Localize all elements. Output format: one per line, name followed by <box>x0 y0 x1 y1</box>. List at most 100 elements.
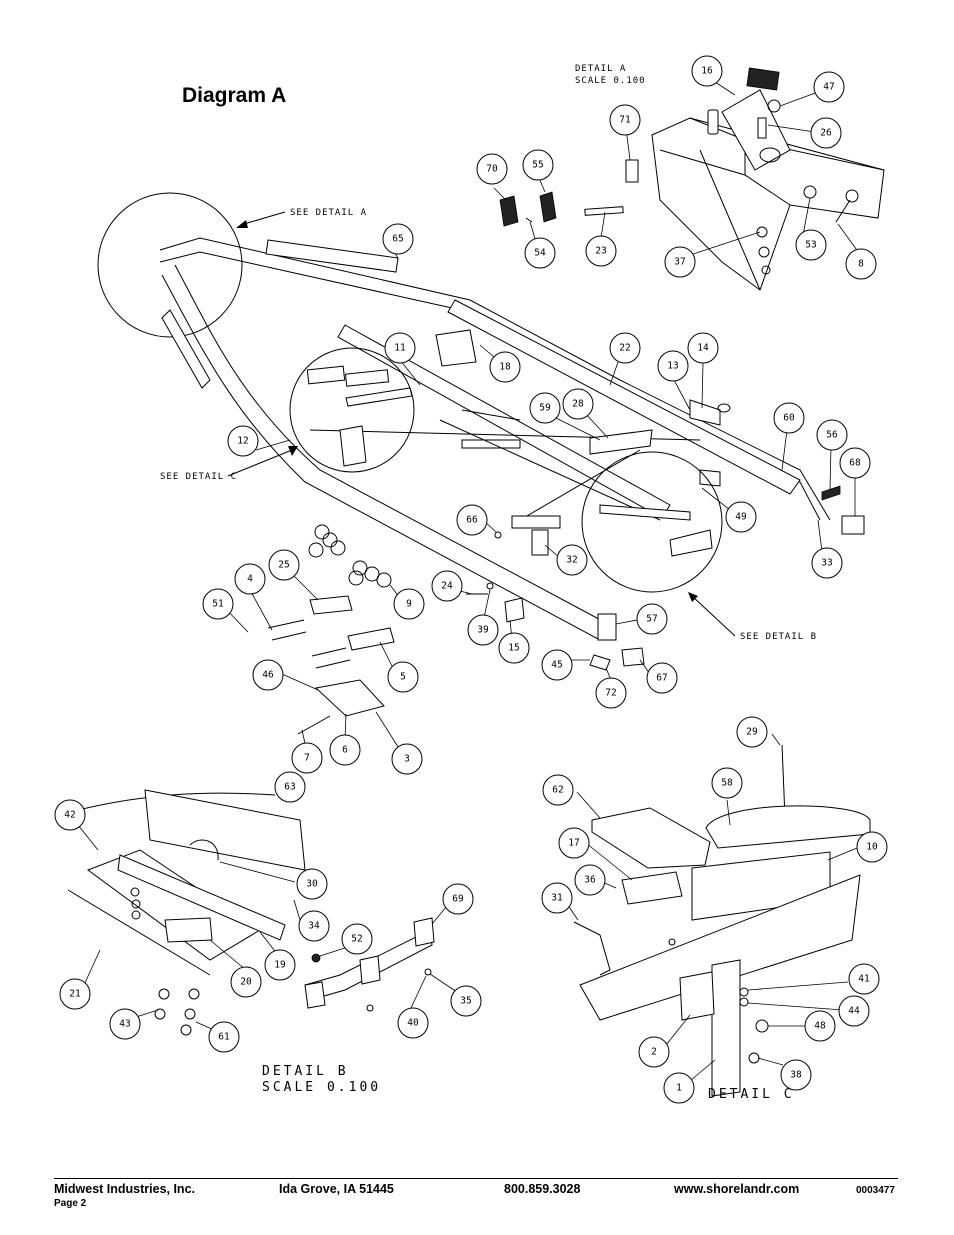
svg-text:18: 18 <box>499 362 511 373</box>
svg-text:12: 12 <box>237 436 248 447</box>
callout-4: 4 <box>234 563 266 595</box>
detail-a-title: DETAIL A <box>575 64 626 74</box>
svg-text:7: 7 <box>304 753 310 764</box>
svg-text:33: 33 <box>821 558 832 569</box>
svg-text:70: 70 <box>486 164 498 175</box>
callout-46: 46 <box>252 659 284 691</box>
footer-page-number: Page 2 <box>54 1198 87 1209</box>
callout-1: 1 <box>663 1072 695 1104</box>
callout-31: 31 <box>541 882 573 914</box>
callout-40: 40 <box>397 1007 429 1039</box>
svg-text:21: 21 <box>69 989 81 1000</box>
roller-group-lower <box>348 560 392 588</box>
callout-11: 11 <box>384 332 416 364</box>
trailer-frame <box>97 192 865 735</box>
svg-text:67: 67 <box>656 673 667 684</box>
callout-6: 6 <box>329 734 361 766</box>
svg-text:11: 11 <box>394 343 406 354</box>
svg-text:58: 58 <box>721 778 733 789</box>
svg-text:47: 47 <box>823 82 834 93</box>
callout-10: 10 <box>856 831 888 863</box>
callout-22: 22 <box>609 332 641 364</box>
svg-text:57: 57 <box>646 614 657 625</box>
svg-text:13: 13 <box>667 361 678 372</box>
svg-text:9: 9 <box>406 599 412 610</box>
page-title: Diagram A <box>182 84 287 107</box>
callout-66: 66 <box>456 504 488 536</box>
callout-17: 17 <box>558 827 590 859</box>
svg-text:49: 49 <box>735 512 747 523</box>
svg-text:60: 60 <box>783 413 795 424</box>
callout-13: 13 <box>657 350 689 382</box>
svg-text:2: 2 <box>651 1047 657 1058</box>
svg-text:45: 45 <box>551 660 562 671</box>
callout-7: 7 <box>291 742 323 774</box>
callout-72: 72 <box>595 677 627 709</box>
svg-text:51: 51 <box>212 599 224 610</box>
detail-a-drawing <box>499 67 885 291</box>
svg-text:44: 44 <box>848 1006 860 1017</box>
svg-text:68: 68 <box>849 458 861 469</box>
footer-company: Midwest Industries, Inc. <box>54 1182 195 1196</box>
svg-text:26: 26 <box>820 128 832 139</box>
svg-text:23: 23 <box>595 246 606 257</box>
detail-b-title: DETAIL B <box>262 1064 349 1079</box>
footer-website: www.shorelandr.com <box>674 1182 800 1196</box>
callout-61: 61 <box>208 1021 240 1053</box>
callout-12: 12 <box>227 425 259 457</box>
svg-text:30: 30 <box>306 879 318 890</box>
svg-text:53: 53 <box>805 240 816 251</box>
detail-a-scale: SCALE 0.100 <box>575 76 646 86</box>
svg-text:63: 63 <box>284 782 295 793</box>
callout-56: 56 <box>816 419 848 451</box>
svg-text:69: 69 <box>452 894 464 905</box>
svg-text:61: 61 <box>218 1032 230 1043</box>
svg-text:42: 42 <box>64 810 75 821</box>
svg-text:20: 20 <box>240 977 252 988</box>
callout-33: 33 <box>811 547 843 579</box>
callouts: 16 47 71 26 70 55 65 54 23 37 53 8 11 18… <box>54 55 888 1104</box>
svg-text:55: 55 <box>532 160 543 171</box>
callout-69: 69 <box>442 883 474 915</box>
callout-63: 63 <box>274 771 306 803</box>
callout-2: 2 <box>638 1036 670 1068</box>
svg-text:72: 72 <box>605 688 616 699</box>
callout-62: 62 <box>542 774 574 806</box>
callout-51: 51 <box>202 588 234 620</box>
svg-text:48: 48 <box>814 1021 826 1032</box>
callout-60: 60 <box>773 402 805 434</box>
svg-text:1: 1 <box>676 1083 682 1094</box>
callout-20: 20 <box>230 966 262 998</box>
svg-text:40: 40 <box>407 1018 419 1029</box>
callout-48: 48 <box>804 1010 836 1042</box>
svg-text:10: 10 <box>866 842 878 853</box>
svg-text:32: 32 <box>566 555 577 566</box>
svg-text:39: 39 <box>477 625 489 636</box>
svg-text:19: 19 <box>274 960 286 971</box>
svg-text:66: 66 <box>466 515 478 526</box>
callout-16: 16 <box>691 55 723 87</box>
callout-36: 36 <box>574 864 606 896</box>
svg-text:14: 14 <box>697 343 709 354</box>
svg-text:25: 25 <box>278 560 289 571</box>
svg-text:56: 56 <box>826 430 838 441</box>
callout-3: 3 <box>391 743 423 775</box>
detail-a-label: DETAIL A SCALE 0.100 <box>575 64 646 86</box>
callout-59: 59 <box>529 392 561 424</box>
svg-text:54: 54 <box>534 248 546 259</box>
callout-68: 68 <box>839 447 871 479</box>
callout-42: 42 <box>54 799 86 831</box>
detail-b-drawing: DETAIL B SCALE 0.100 <box>67 789 435 1095</box>
callout-37: 37 <box>664 246 696 278</box>
svg-text:6: 6 <box>342 745 348 756</box>
detail-c-title: DETAIL C <box>708 1087 795 1102</box>
svg-text:59: 59 <box>539 403 551 414</box>
svg-text:38: 38 <box>790 1070 802 1081</box>
detail-a-circle <box>97 192 243 338</box>
svg-text:37: 37 <box>674 257 685 268</box>
callout-67: 67 <box>646 662 678 694</box>
detail-b-scale: SCALE 0.100 <box>262 1080 381 1095</box>
callout-41: 41 <box>848 963 880 995</box>
callout-54: 54 <box>524 237 556 269</box>
